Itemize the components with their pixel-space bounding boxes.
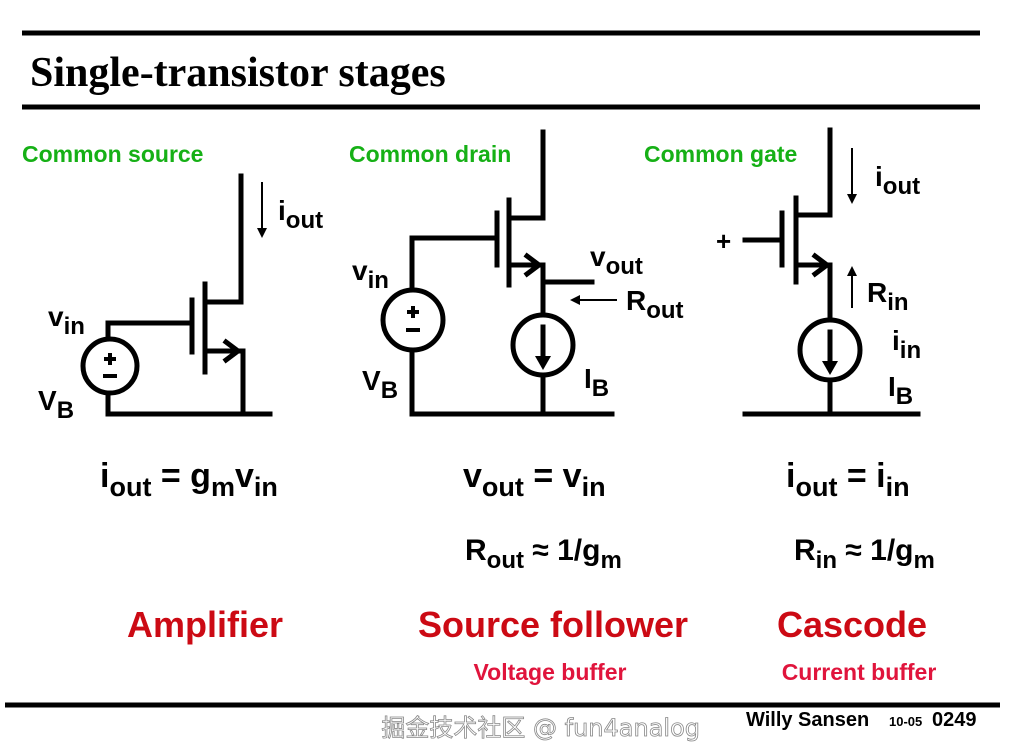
label-iout: iout [278, 195, 323, 234]
footer-author: Willy Sansen [746, 709, 869, 731]
equation-cg-rin: Rin ≈ 1/gm [794, 534, 935, 574]
label-vin: vin [48, 301, 85, 340]
equation-cd-rout: Rout ≈ 1/gm [465, 534, 622, 574]
stage-name-cascode: Cascode [777, 604, 927, 645]
heading-common-gate: Common gate [644, 141, 797, 167]
label-vb: VB [38, 385, 74, 424]
label-vin: vin [352, 255, 389, 294]
label-rout: Rout [626, 285, 684, 324]
equation-cd-gain: vout = vin [463, 457, 606, 502]
label-rin: Rin [867, 277, 909, 316]
stage-name-amplifier: Amplifier [127, 604, 283, 645]
label-vout: vout [590, 241, 643, 280]
stage-name-source-follower: Source follower [418, 604, 688, 645]
heading-common-drain: Common drain [349, 141, 511, 167]
footer-date: 10-05 [889, 714, 922, 729]
label-vb: VB [362, 365, 398, 404]
label-ib: IB [888, 371, 913, 410]
subtitle-voltage-buffer: Voltage buffer [474, 659, 627, 685]
label-plus: + [716, 226, 731, 256]
equation-cg-gain: iout = iin [786, 457, 910, 502]
heading-common-source: Common source [22, 141, 203, 167]
footer-page: 0249 [932, 709, 977, 731]
subtitle-current-buffer: Current buffer [782, 659, 937, 685]
equation-cs-gain: iout = gmvin [100, 457, 278, 502]
watermark: 掘金技术社区 @ fun4analog [381, 714, 700, 742]
label-ib: IB [584, 363, 609, 402]
voltage-source-icon [80, 336, 140, 396]
label-iout: iout [875, 161, 920, 200]
common-drain-circuit [380, 129, 617, 417]
voltage-source-icon [380, 287, 446, 353]
label-iin: iin [892, 325, 921, 364]
page-title: Single-transistor stages [30, 50, 446, 96]
common-source-circuit [80, 173, 273, 417]
common-gate-circuit [742, 127, 921, 417]
